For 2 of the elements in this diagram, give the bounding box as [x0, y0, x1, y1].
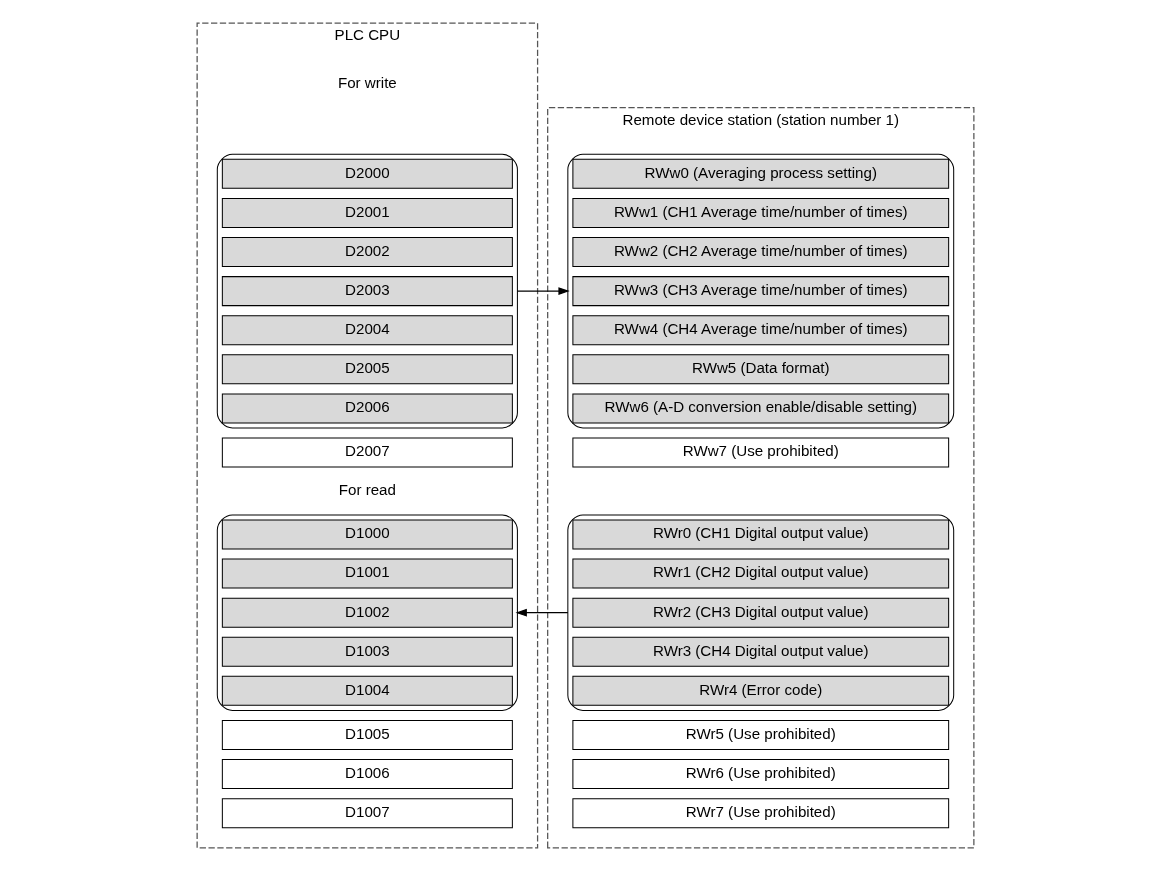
label: For read [338, 480, 396, 498]
label: For write [337, 73, 397, 91]
